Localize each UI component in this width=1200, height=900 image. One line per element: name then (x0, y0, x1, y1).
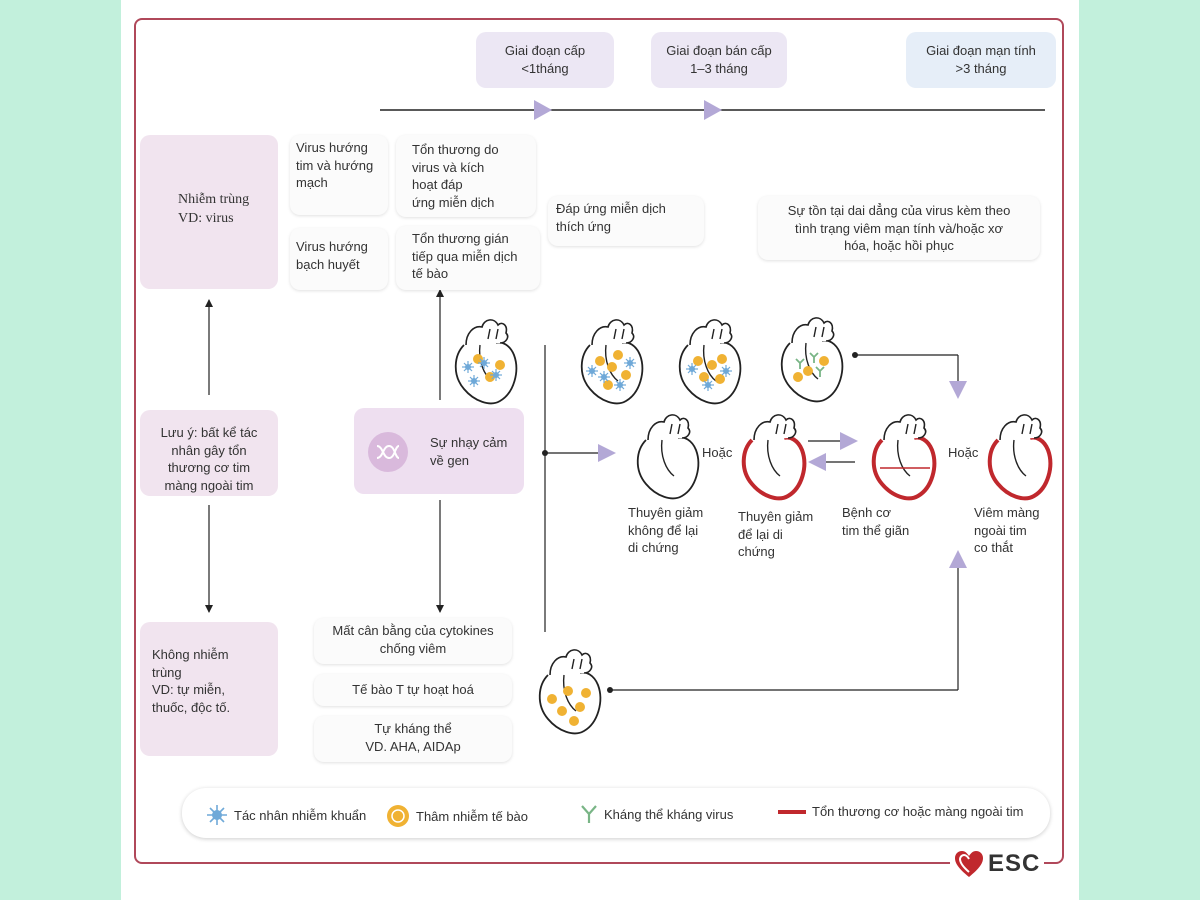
adaptive-immune-box: Đáp ứng miễn dịch thích ứng (548, 196, 704, 246)
cell-infiltrate (557, 706, 567, 716)
heart-acute-2 (580, 319, 644, 405)
lymphotropic-virus-box: Virus hướng bạch huyết (290, 228, 388, 290)
heart-logo-icon (955, 851, 983, 877)
virus-particle (624, 357, 636, 369)
antibody (809, 352, 819, 363)
cell-infiltrate (819, 356, 829, 366)
outcome-pericarditis: Viêm màng ngoài tim co thắt (974, 505, 1040, 556)
timeline-arrow-1 (534, 100, 552, 120)
cell-infiltrate (547, 694, 557, 704)
cell-infiltrate (563, 686, 573, 696)
cell-infiltrate (793, 372, 803, 382)
virus-particle (720, 365, 732, 377)
antibody (815, 366, 825, 377)
cell-infiltrate (495, 360, 505, 370)
virus-icon (207, 805, 227, 825)
virus-particle (462, 361, 474, 373)
heart-acute-infected (454, 319, 518, 405)
outcome-with-sequelae: Thuyên giảm để lại di chứng (738, 509, 814, 560)
cell-infiltrate (699, 372, 709, 382)
virus-particle (478, 357, 490, 369)
virus-particle (614, 379, 626, 391)
cell-infiltrate (715, 374, 725, 384)
heart-dcm (871, 414, 937, 501)
virus-particle (598, 371, 610, 383)
phase-chronic: Giai đoạn mạn tính >3 tháng (906, 32, 1056, 88)
timeline-arrow-2 (704, 100, 722, 120)
direct-damage-box: Tổn thương do virus và kích hoạt đáp ứng… (396, 135, 536, 217)
autoantibody-box: Tự kháng thể VD. AHA, AIDAp (314, 716, 512, 762)
legend: Tác nhân nhiễm khuẩn Thâm nhiễm tế bào K… (182, 788, 1050, 838)
cell-infiltrate (693, 356, 703, 366)
cell-infiltrate (595, 356, 605, 366)
cell-infiltrate (581, 688, 591, 698)
heart-no-sequelae (636, 414, 700, 500)
note-box: Lưu ý: bất kể tác nhân gây tổn thương cơ… (140, 410, 278, 496)
heart-pericarditis (987, 414, 1053, 501)
virus-particle (586, 365, 598, 377)
cell-infiltrate (473, 354, 483, 364)
cardiotropic-virus-box: Virus hướng tim và hướng mạch (290, 135, 388, 215)
chronic-arrow-head (949, 381, 967, 399)
cell-infiltrate (607, 362, 617, 372)
phase-subacute: Giai đoạn bán cấp 1–3 tháng (651, 32, 787, 88)
indirect-damage-box: Tổn thương gián tiếp qua miễn dịch tế bà… (396, 226, 540, 290)
noninfection-box: Không nhiễm trùng VD: tự miễn, thuốc, độ… (140, 622, 278, 756)
virus-particle (490, 369, 502, 381)
virus-particle (702, 379, 714, 391)
bottom-arrow-head (949, 550, 967, 568)
outcome-arrow-head (598, 444, 616, 462)
or-label-1: Hoặc (702, 445, 733, 460)
virus-particle (468, 375, 480, 387)
cell-infiltrate (569, 716, 579, 726)
dna-icon (368, 432, 408, 472)
cell-icon (387, 805, 409, 827)
cell-infiltrate (575, 702, 585, 712)
injury-line-icon (778, 809, 806, 814)
infection-box: Nhiễm trùng VD: virus (140, 135, 278, 289)
outcome-dcm: Bệnh cơ tim thể giãn (842, 505, 910, 538)
or-label-2: Hoặc (948, 445, 979, 460)
cell-infiltrate (603, 380, 613, 390)
heart-with-sequelae (741, 414, 807, 501)
cell-infiltrate (717, 354, 727, 364)
cell-infiltrate (621, 370, 631, 380)
virus-particle (686, 363, 698, 375)
persistence-box: Sự tồn tại dai dẳng của virus kèm theo t… (758, 196, 1040, 260)
cell-infiltrate (613, 350, 623, 360)
cell-infiltrate (707, 360, 717, 370)
antibody-icon (581, 805, 597, 823)
heart-noninfectious (538, 649, 602, 735)
esc-logo: ESC (950, 850, 1045, 878)
heart-subacute (678, 319, 742, 405)
legend-cell-infiltration: Thâm nhiễm tế bào (386, 804, 528, 828)
heart-chronic (780, 317, 844, 403)
legend-infectious-agent: Tác nhân nhiễm khuẩn (206, 804, 366, 826)
diagram-frame (134, 18, 1064, 864)
outcome-no-sequelae: Thuyên giảm không để lại di chứng (628, 505, 704, 556)
antibody (795, 358, 805, 369)
cytokines-box: Mất cân bằng của cytokines chống viêm (314, 618, 512, 664)
legend-injury: Tổn thương cơ hoặc màng ngoài tim (778, 804, 1023, 819)
legend-antiviral-antibody: Kháng thể kháng virus (580, 804, 733, 824)
phase-acute: Giai đoạn cấp <1tháng (476, 32, 614, 88)
cell-infiltrate (803, 366, 813, 376)
genetic-label: Sự nhạy cảm về gen (430, 435, 508, 468)
tcell-box: Tế bào T tự hoạt hoá (314, 674, 512, 706)
